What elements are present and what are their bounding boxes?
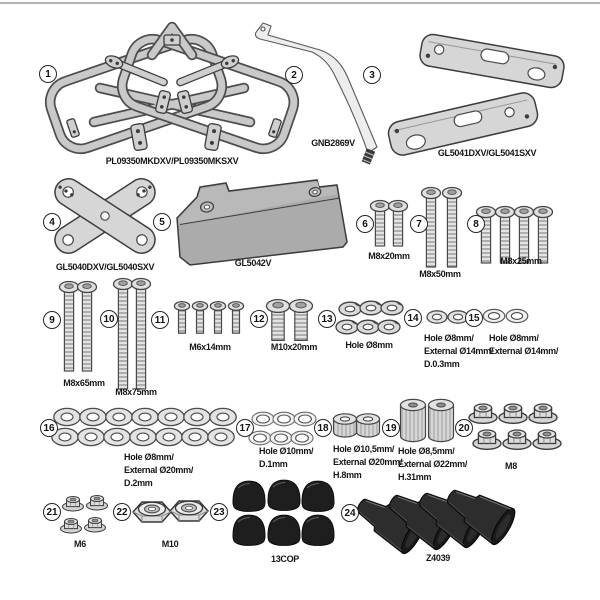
caption-washers-17-line2: D.1mm bbox=[259, 458, 288, 469]
caption-spacers-19-line3: H.31mm bbox=[398, 471, 432, 482]
caption-spacers-19-line1: Hole Ø8,5mm/ bbox=[398, 446, 455, 456]
bolts-m10x20-illustration bbox=[265, 298, 314, 342]
caption-cross-plates: GL5040DXV/GL5040SXV bbox=[55, 262, 155, 272]
badge-20: 20 bbox=[455, 419, 473, 437]
caption-cones-24: Z4039 bbox=[425, 553, 451, 563]
caption-washers-14: Hole Ø8mm/ External Ø14mm/ D.0.3mm bbox=[424, 332, 493, 370]
bolts-m8x50-illustration bbox=[420, 186, 463, 268]
caption-washers-13: Hole Ø8mm bbox=[345, 340, 393, 350]
badge-22: 22 bbox=[113, 503, 131, 521]
nuts-m10-illustration bbox=[132, 500, 209, 523]
badge-21: 21 bbox=[43, 503, 61, 521]
caption-bolts-10: M8x75mm bbox=[115, 387, 157, 397]
badge-11: 11 bbox=[151, 311, 169, 329]
caption-washers-17-line1: Hole Ø10mm/ bbox=[259, 446, 314, 456]
badge-14: 14 bbox=[404, 309, 422, 327]
badge-15: 15 bbox=[465, 309, 483, 327]
bolts-m8x20-illustration bbox=[369, 199, 409, 247]
caption-washers-14-line3: D.0.3mm bbox=[424, 358, 460, 369]
caption-spacers-19-line2: External Ø22mm/ bbox=[398, 458, 468, 469]
caption-frames: PL09350MKDXV/PL09350MKSXV bbox=[105, 156, 239, 166]
caption-spacers-18-line1: Hole Ø10,5mm/ bbox=[333, 444, 395, 454]
badge-1: 1 bbox=[39, 65, 57, 83]
caption-washers-16: Hole Ø8mm/ External Ø20mm/ D.2mm bbox=[124, 451, 193, 489]
nuts-m8-illustration bbox=[468, 403, 562, 450]
badge-6: 6 bbox=[356, 215, 374, 233]
caption-bolts-11: M6x14mm bbox=[189, 342, 231, 352]
bolts-m8x25-illustration bbox=[475, 205, 554, 264]
washers-17-illustration bbox=[248, 411, 317, 446]
bolts-m8x65-illustration bbox=[58, 280, 98, 372]
caption-washers-15-line2: External Ø14mm/ bbox=[489, 345, 559, 356]
spacers-19-illustration bbox=[399, 398, 455, 443]
badge-17: 17 bbox=[236, 419, 254, 437]
caption-washers-16-line2: External Ø20mm/ bbox=[124, 464, 194, 475]
caption-strip: GNB2869V bbox=[311, 138, 355, 148]
caption-washers-15: Hole Ø8mm/ External Ø14mm/ bbox=[489, 332, 558, 358]
caption-side-brackets: GL5041DXV/GL5041SXV bbox=[437, 148, 537, 158]
badge-8: 8 bbox=[467, 215, 485, 233]
caption-caps-23: 13COP bbox=[270, 554, 300, 564]
nuts-m6-illustration bbox=[59, 494, 109, 534]
badge-2: 2 bbox=[285, 66, 303, 84]
spring-washers-illustration bbox=[335, 300, 404, 335]
spacers-18-illustration bbox=[332, 413, 381, 438]
washers-15-illustration bbox=[482, 308, 529, 324]
caption-washers-17: Hole Ø10mm/ D.1mm bbox=[259, 445, 314, 471]
caption-washers-14-line1: Hole Ø8mm/ bbox=[424, 333, 474, 343]
caption-bolts-7: M8x50mm bbox=[419, 269, 461, 279]
caption-nuts-20: M8 bbox=[505, 461, 517, 471]
caption-bolts-12: M10x20mm bbox=[270, 342, 318, 352]
caption-washers-15-line1: Hole Ø8mm/ bbox=[489, 333, 539, 343]
badge-3: 3 bbox=[363, 66, 381, 84]
bolts-m8x75-illustration bbox=[112, 277, 152, 390]
cones-z4039-illustration bbox=[348, 477, 520, 558]
badge-13: 13 bbox=[318, 310, 336, 328]
caption-washers-16-line1: Hole Ø8mm/ bbox=[124, 452, 174, 462]
caption-washers-14-line2: External Ø14mm/ bbox=[424, 345, 494, 356]
caption-spacers-18: Hole Ø10,5mm/ External Ø20mm/ H.8mm bbox=[333, 443, 402, 481]
badge-5: 5 bbox=[153, 213, 171, 231]
caption-nuts-21: M6 bbox=[74, 539, 86, 549]
badge-9: 9 bbox=[43, 311, 61, 329]
caption-bolts-6: M8x20mm bbox=[368, 251, 410, 261]
badge-12: 12 bbox=[250, 310, 268, 328]
caption-bolts-8: M8x25mm bbox=[500, 256, 542, 266]
pannier-frames-illustration bbox=[44, 21, 300, 155]
caption-spacers-18-line2: External Ø20mm/ bbox=[333, 456, 403, 467]
caption-bolts-9: M8x65mm bbox=[63, 378, 105, 388]
badge-4: 4 bbox=[43, 213, 61, 231]
caption-spacers-18-line3: H.8mm bbox=[333, 469, 362, 480]
badge-16: 16 bbox=[40, 419, 58, 437]
badge-19: 19 bbox=[382, 419, 400, 437]
washers-16-illustration bbox=[51, 407, 237, 447]
badge-18: 18 bbox=[314, 419, 332, 437]
bolts-m6x14-illustration bbox=[173, 300, 245, 334]
caption-plate: GL5042V bbox=[234, 258, 272, 268]
top-border-line bbox=[0, 2, 600, 4]
caps-13cop-illustration bbox=[232, 479, 335, 546]
caption-washers-16-line3: D.2mm bbox=[124, 477, 153, 488]
shim-washers-14-illustration bbox=[426, 310, 469, 324]
cross-plates-gl5040-illustration bbox=[54, 178, 156, 254]
badge-24: 24 bbox=[341, 504, 359, 522]
side-brackets-gl5041-illustration bbox=[387, 33, 565, 156]
badge-23: 23 bbox=[210, 503, 228, 521]
badge-10: 10 bbox=[100, 310, 118, 328]
caption-spacers-19: Hole Ø8,5mm/ External Ø22mm/ H.31mm bbox=[398, 445, 467, 483]
caption-nuts-22: M10 bbox=[161, 539, 179, 549]
strip-gnb2869v-illustration bbox=[254, 22, 378, 165]
badge-7: 7 bbox=[410, 215, 428, 233]
plate-gl5042v-illustration bbox=[176, 179, 348, 266]
